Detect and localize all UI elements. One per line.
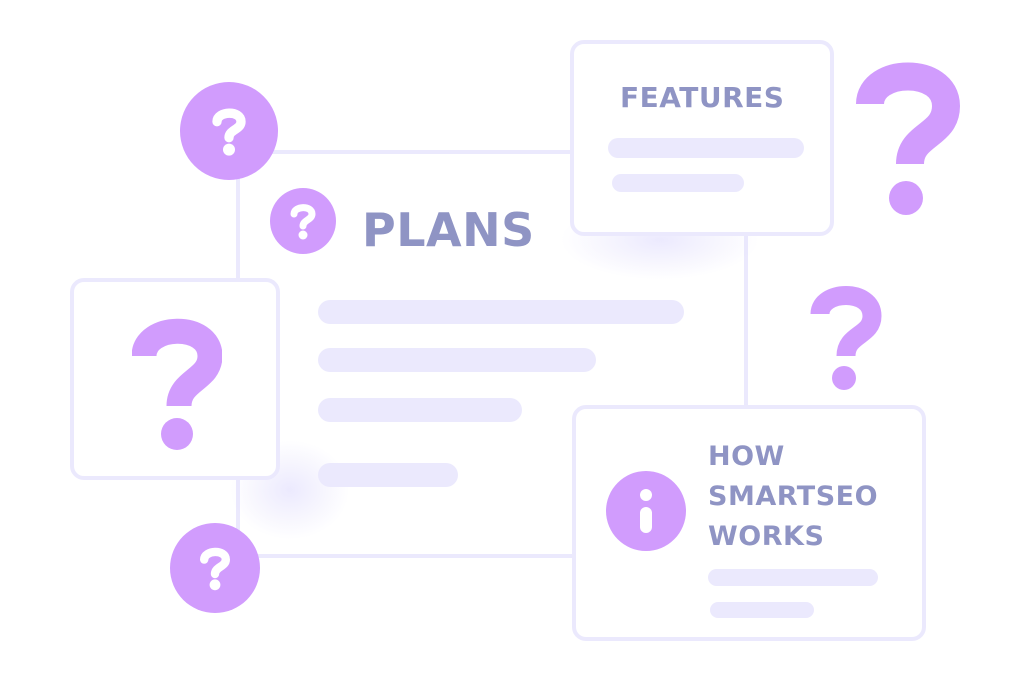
placeholder-line [318,300,684,324]
info-circle-icon [606,471,686,551]
placeholder-line [710,602,814,618]
plans-title: PLANS [362,203,535,257]
how-title-line-1: HOW [708,441,785,472]
question-mark-icon [132,318,222,450]
question-circle-icon [180,82,278,180]
placeholder-line [318,463,458,487]
how-it-works-card: HOW SMARTSEO WORKS [572,405,926,641]
how-title-line-2: SMARTSEO [708,481,879,512]
plans-question-icon [270,188,336,254]
question-circle-icon [170,523,260,613]
placeholder-line [612,174,744,192]
question-mark-icon [810,286,882,390]
placeholder-line [318,348,596,372]
how-title-line-3: WORKS [708,521,825,552]
placeholder-line [608,138,804,158]
features-card: FEATURES [570,40,834,236]
placeholder-line [708,569,878,586]
question-mark-icon [856,62,960,215]
features-title: FEATURES [620,81,785,114]
question-card [70,278,280,480]
placeholder-line [318,398,522,422]
